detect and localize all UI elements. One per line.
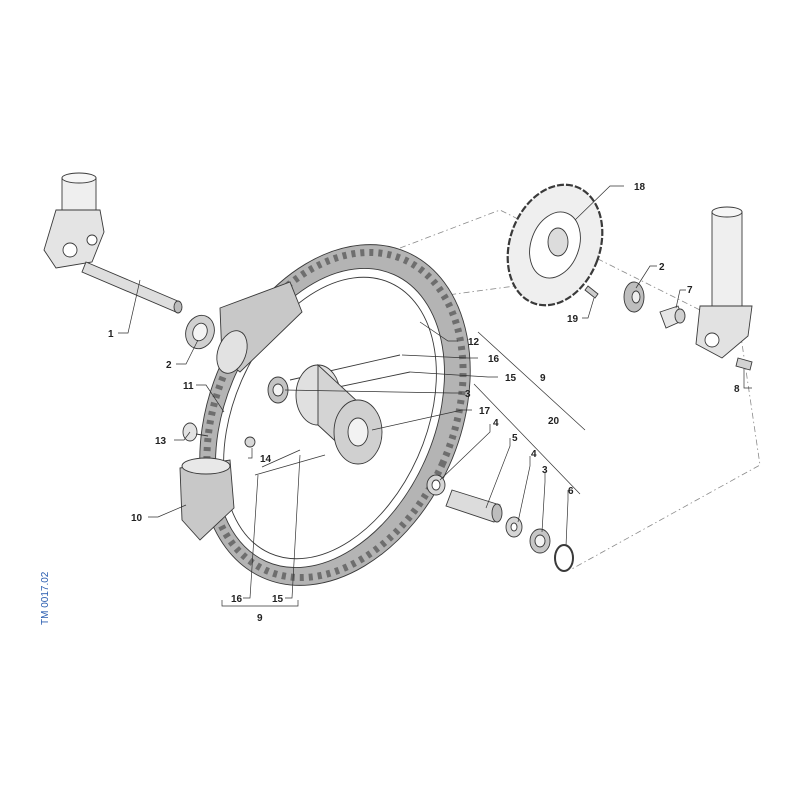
callout-labels: 1 2 2 3 3 4 4 5 6 7 8 9 9 10 11 12 13 14… [108, 182, 740, 624]
leader-lines [118, 185, 752, 599]
hub-part [295, 363, 383, 465]
callout-19: 19 [567, 314, 579, 325]
callout-6: 6 [568, 486, 574, 497]
callout-15-bottom: 15 [272, 594, 284, 605]
axle-part [81, 261, 183, 314]
callout-7: 7 [687, 285, 693, 296]
axle-bolt-part [735, 357, 753, 371]
right-spacer-part [623, 281, 645, 313]
callout-15-right: 15 [505, 373, 517, 384]
callout-2-left: 2 [166, 360, 172, 371]
left-bearing-part [267, 376, 289, 404]
callout-3-left: 3 [465, 389, 471, 400]
callout-11: 11 [183, 381, 194, 392]
callout-16-bottom: 16 [231, 594, 243, 605]
callout-1: 1 [108, 329, 114, 340]
right-fork-leg [695, 206, 753, 359]
callout-17: 17 [479, 406, 491, 417]
callout-4-second: 4 [531, 449, 537, 460]
right-bearing-part [529, 528, 551, 554]
callout-5: 5 [512, 433, 518, 444]
callout-4-first: 4 [493, 418, 499, 429]
washer-right-part [505, 516, 523, 538]
callout-9-group: 9 [540, 373, 546, 384]
callout-8: 8 [734, 384, 740, 395]
callout-2-right: 2 [659, 262, 665, 273]
callout-14: 14 [260, 454, 272, 465]
callout-13: 13 [155, 436, 167, 447]
callout-16-right: 16 [488, 354, 500, 365]
callout-20: 20 [548, 416, 560, 427]
group-bracket-wheel [221, 331, 586, 607]
valve-nut-part [244, 436, 256, 448]
left-spacer-part [185, 314, 215, 350]
group-bracket-spacers [473, 383, 581, 495]
callout-3-right: 3 [542, 465, 548, 476]
spacer-tube-part [445, 489, 503, 523]
left-fork-leg [43, 172, 105, 269]
callout-10: 10 [131, 513, 143, 524]
circlip-part [554, 544, 574, 572]
inner-tube-part [179, 281, 303, 541]
disc-bolt-part [584, 285, 599, 299]
callout-18: 18 [634, 182, 646, 193]
bush-part [659, 305, 686, 329]
callout-12: 12 [468, 337, 480, 348]
brake-disc-part [506, 183, 604, 307]
callout-9-bottom: 9 [257, 613, 263, 624]
drawing-reference-code: TM 0017.02 [40, 571, 51, 625]
